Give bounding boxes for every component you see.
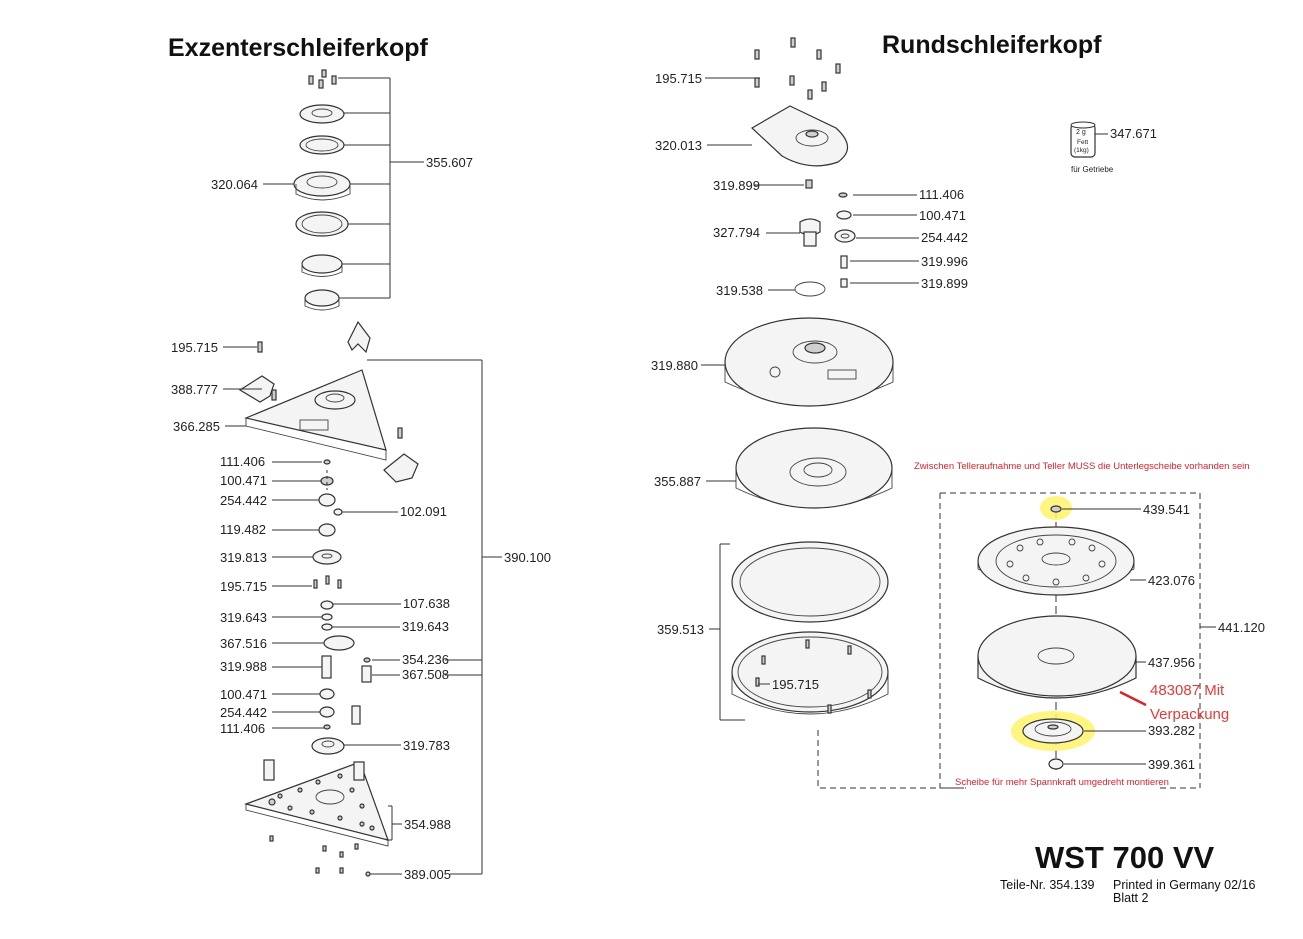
label-r-437-956: 437.956: [1148, 655, 1195, 670]
label-390-100: 390.100: [504, 550, 551, 565]
label-r-111-406: 111.406: [919, 187, 964, 202]
foam-pad-437956: [977, 615, 1137, 697]
label-111-406-b: 111.406: [220, 721, 265, 736]
label-195-715-a: 195.715: [171, 340, 218, 355]
label-r-195-715-a: 195.715: [655, 71, 702, 86]
screws-top-right: [754, 37, 841, 100]
ring-359513-lower: [731, 631, 889, 713]
o-ring-large: [295, 211, 349, 237]
ring-1: [301, 254, 343, 274]
label-254-442-a: 254.442: [220, 493, 267, 508]
label-389-005: 389.005: [404, 867, 451, 882]
blatt: Blatt 2: [1113, 891, 1148, 905]
label-119-482: 119.482: [220, 522, 266, 537]
label-354-988: 354.988: [404, 817, 451, 832]
label-319-988: 319.988: [220, 659, 267, 674]
grease-container-347671: 2 g Fett (1kg) 347.671 für Getriebe: [1070, 121, 1157, 174]
left-exploded-view: 355.607 320.064 195.715 388.777 366.285: [171, 69, 551, 882]
label-r-423-076: 423.076: [1148, 573, 1195, 588]
ring-359513-upper: [731, 541, 889, 623]
label-r-319-538: 319.538: [716, 283, 763, 298]
label-107-638: 107.638: [403, 596, 450, 611]
label-102-091: 102.091: [400, 504, 447, 519]
bearing-cap: [299, 104, 345, 124]
label-319-783: 319.783: [403, 738, 450, 753]
label-366-285: 366.285: [173, 419, 220, 434]
triangle-base-366285: [244, 369, 387, 451]
title-exzenterschleiferkopf: Exzenterschleiferkopf: [168, 34, 428, 62]
label-319-643-a: 319.643: [220, 610, 267, 625]
label-r-195-715-b: 195.715: [772, 677, 819, 692]
label-195-715-b: 195.715: [220, 579, 267, 594]
ring-2: [304, 289, 340, 307]
label-354-236: 354.236: [402, 652, 449, 667]
label-r-399-361: 399.361: [1148, 757, 1195, 772]
label-100-471-a: 100.471: [220, 473, 267, 488]
label-111-406-a: 111.406: [220, 454, 265, 469]
label-388-777: 388.777: [171, 382, 218, 397]
label-367-508: 367.508: [402, 667, 449, 682]
label-r-355-887: 355.887: [654, 474, 701, 489]
title-rundschleiferkopf: Rundschleiferkopf: [882, 31, 1102, 59]
grease-size: (1kg): [1074, 147, 1089, 154]
label-r-319-880: 319.880: [651, 358, 698, 373]
model-name: WST 700 VV: [1035, 840, 1214, 875]
label-100-471-b: 100.471: [220, 687, 267, 702]
right-exploded-view: 195.715 320.013 319.899 111.406 100.471 …: [651, 37, 1265, 789]
clamp-388777-right: [383, 453, 419, 483]
note-unterlegscheibe: Zwischen Telleraufnahme und Teller MUSS …: [914, 461, 1250, 472]
o-ring-319538: [794, 281, 826, 297]
label-r-327-794: 327.794: [713, 225, 760, 240]
printed-in: Printed in Germany 02/16: [1113, 878, 1255, 892]
housing-disk-319880: [724, 317, 894, 407]
screws-top-left: [308, 69, 337, 89]
label-r-319-996: 319.996: [921, 254, 968, 269]
label-r-254-442: 254.442: [921, 230, 968, 245]
label-r-319-899-b: 319.899: [921, 276, 968, 291]
grease-caption: für Getriebe: [1071, 165, 1114, 174]
backing-pad-423076: [977, 526, 1135, 596]
clip-part: [347, 320, 371, 354]
gear-cover-320013: [750, 105, 849, 167]
label-r-320-013: 320.013: [655, 138, 702, 153]
label-r-441-120: 441.120: [1218, 620, 1265, 635]
label-r-393-282: 393.282: [1148, 723, 1195, 738]
sanding-plate-354988: [243, 761, 389, 841]
note-spannkraft: Scheibe für mehr Spannkraft umgedreht mo…: [955, 777, 1169, 788]
label-319-813: 319.813: [220, 550, 267, 565]
label-r-439-541: 439.541: [1143, 502, 1190, 517]
grease-amount: 2 g: [1076, 129, 1086, 136]
annotation-arrow: [1119, 690, 1147, 707]
label-r-100-471: 100.471: [919, 208, 966, 223]
annotation-483087-line1: 483087 Mit: [1150, 682, 1225, 699]
label-r-359-513: 359.513: [657, 622, 704, 637]
label-254-442-b: 254.442: [220, 705, 267, 720]
label-320-064: 320.064: [211, 177, 258, 192]
label-r-347-671: 347.671: [1110, 126, 1157, 141]
label-r-319-899-a: 319.899: [713, 178, 760, 193]
pad-holder-355887: [735, 427, 893, 509]
annotation-483087-line2: Verpackung: [1150, 706, 1229, 723]
teile-nr: Teile-Nr. 354.139: [1000, 878, 1095, 892]
footer: WST 700 VV Teile-Nr. 354.139 Printed in …: [1000, 840, 1255, 905]
label-355-607: 355.607: [426, 155, 473, 170]
grease-name: Fett: [1077, 139, 1088, 146]
label-319-643-b: 319.643: [402, 619, 449, 634]
label-367-516: 367.516: [220, 636, 267, 651]
